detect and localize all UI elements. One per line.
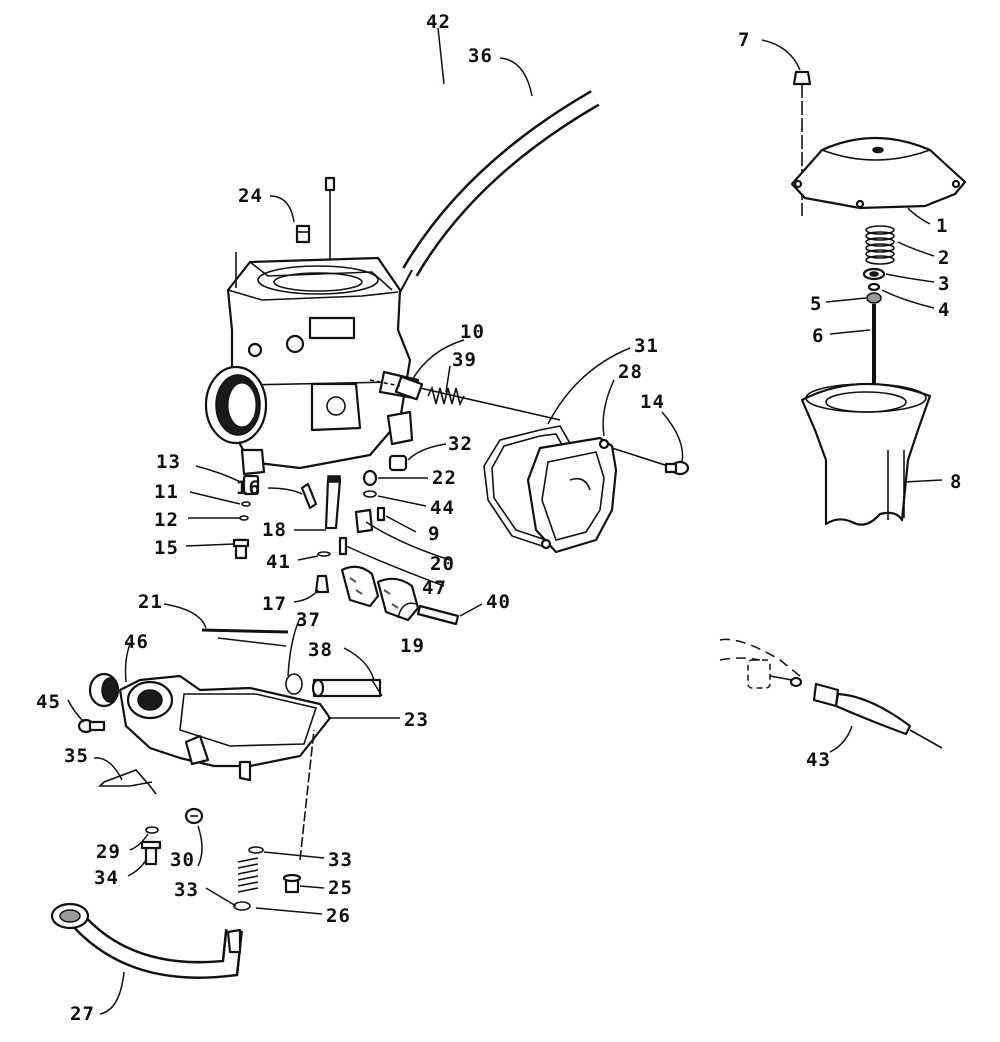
clamp-37 xyxy=(285,673,303,695)
fuel-line-hose xyxy=(397,90,600,297)
label-14: 14 xyxy=(640,391,665,413)
hose-38 xyxy=(311,678,383,698)
label-29: 29 xyxy=(96,841,121,863)
drain-hose-27 xyxy=(50,902,243,979)
air-screw xyxy=(369,375,424,401)
label-17: 17 xyxy=(262,593,287,615)
wire-21 xyxy=(201,628,289,647)
label-34: 34 xyxy=(94,867,119,889)
label-16: 16 xyxy=(236,477,261,499)
label-4: 4 xyxy=(938,299,950,321)
float-pin-40 xyxy=(416,604,460,626)
needle-clip xyxy=(866,292,882,304)
label-47: 47 xyxy=(422,577,447,599)
label-37: 37 xyxy=(296,609,321,631)
carburetor-bore xyxy=(204,365,268,445)
label-46: 46 xyxy=(124,631,149,653)
label-10: 10 xyxy=(460,321,485,343)
main-jet-15 xyxy=(232,538,250,560)
label-35: 35 xyxy=(64,745,89,767)
label-8: 8 xyxy=(950,471,962,493)
oring-41 xyxy=(317,551,331,557)
label-22: 22 xyxy=(432,467,457,489)
label-30: 30 xyxy=(170,849,195,871)
label-33a: 33 xyxy=(328,849,353,871)
pilot-jet-16 xyxy=(300,482,318,510)
choke-knob xyxy=(88,672,120,708)
label-3: 3 xyxy=(938,273,950,295)
piston-top-cap xyxy=(790,136,967,210)
label-5: 5 xyxy=(810,293,822,315)
label-26: 26 xyxy=(326,905,351,927)
label-33b: 33 xyxy=(174,879,199,901)
label-11: 11 xyxy=(154,481,179,503)
label-6: 6 xyxy=(812,325,824,347)
diaphragm-cover xyxy=(526,436,618,554)
label-41: 41 xyxy=(266,551,291,573)
spring-26 xyxy=(237,857,259,893)
label-13: 13 xyxy=(156,451,181,473)
label-7: 7 xyxy=(738,29,750,51)
oring-33a xyxy=(248,846,264,854)
oring-33b xyxy=(233,901,251,911)
label-42: 42 xyxy=(426,11,451,33)
label-12: 12 xyxy=(154,509,179,531)
vacuum-piston xyxy=(800,382,932,526)
needle-jet-18 xyxy=(324,475,342,530)
pin-47 xyxy=(338,536,348,556)
label-45: 45 xyxy=(36,691,61,713)
needle-valve-9 xyxy=(376,506,386,522)
plug-washer xyxy=(362,469,378,487)
label-32: 32 xyxy=(448,433,473,455)
label-38: 38 xyxy=(308,639,333,661)
label-36: 36 xyxy=(468,45,493,67)
label-19: 19 xyxy=(400,635,425,657)
label-18: 18 xyxy=(262,519,287,541)
label-44: 44 xyxy=(430,497,455,519)
drain-plug xyxy=(388,454,408,472)
leader-lines xyxy=(67,27,943,1015)
label-9: 9 xyxy=(428,523,440,545)
float-needle-seat xyxy=(354,508,374,534)
label-31: 31 xyxy=(634,335,659,357)
throttle-cable-43 xyxy=(719,638,943,749)
label-43: 43 xyxy=(806,749,831,771)
carburetor-body xyxy=(226,252,420,476)
float-bowl xyxy=(118,674,332,782)
bowl-screw-45 xyxy=(77,718,106,734)
washer-12 xyxy=(239,515,249,521)
label-28: 28 xyxy=(618,361,643,383)
label-23: 23 xyxy=(404,709,429,731)
label-2: 2 xyxy=(938,247,950,269)
oring-44 xyxy=(363,490,377,498)
label-21: 21 xyxy=(138,591,163,613)
needle-retainer xyxy=(862,267,886,292)
jet-holder-17 xyxy=(314,574,330,594)
oring-11 xyxy=(241,501,251,507)
cover-screw xyxy=(664,460,690,476)
label-20: 20 xyxy=(430,553,455,575)
label-39: 39 xyxy=(452,349,477,371)
label-15: 15 xyxy=(154,537,179,559)
screw-30 xyxy=(184,807,204,825)
main-jet-13 xyxy=(242,474,260,496)
label-24: 24 xyxy=(238,185,263,207)
piston-spring xyxy=(865,225,895,265)
float-19 xyxy=(340,565,420,622)
label-1: 1 xyxy=(936,215,948,237)
part-labels: 42 36 24 7 1 2 3 4 5 6 8 10 39 31 28 14 … xyxy=(36,11,962,1025)
pilot-jet-small xyxy=(295,224,311,244)
bowl-clip-35 xyxy=(98,769,157,795)
label-25: 25 xyxy=(328,877,353,899)
screw-29-34 xyxy=(140,826,162,866)
label-40: 40 xyxy=(486,591,511,613)
label-27: 27 xyxy=(70,1003,95,1025)
screw-25 xyxy=(282,873,302,894)
